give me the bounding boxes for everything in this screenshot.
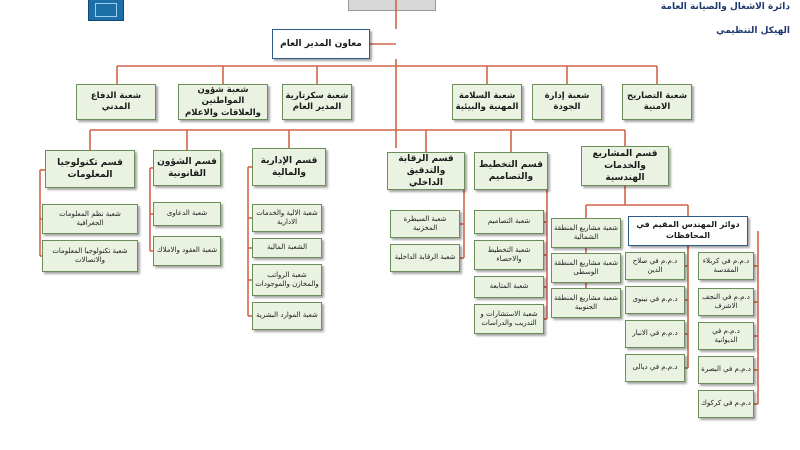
unit-followup: شعبة المتابعة [474, 276, 544, 298]
unit-inventory-control: شعبة السيطرة المخزنية [390, 210, 460, 238]
unit-projects-north: شعبة مشاريع المنطقة الشمالية [551, 218, 621, 248]
top-banner-fragment [348, 0, 436, 11]
branch-quality: شعبة إدارة الجودة [532, 84, 602, 120]
branch-safety: شعبة السلامة المهنية والبيئية [452, 84, 522, 120]
unit-planning-statistics: شعبة التخطيط والاحصاء [474, 240, 544, 270]
unit-ict: شعبة تكنولوجيا المعلومات والاتصالات [42, 240, 138, 272]
office-nineveh: د.م.م في نينوى [625, 286, 685, 314]
unit-projects-south: شعبة مشاريع المنطقة الجنوبية [551, 288, 621, 318]
branch-citizens-affairs: شعبة شؤون المواطنين والعلاقات والاعلام [178, 84, 268, 120]
unit-designs: شعبة التصاميم [474, 210, 544, 234]
unit-admin-services: شعبة الالية والخدمات الادارية [252, 204, 322, 232]
unit-consultancy-training: شعبة الاستشارات و التدريب والدراسات [474, 304, 544, 334]
unit-finance: الشعبة المالية [252, 238, 322, 258]
unit-gis: شعبة نظم المعلومات الجغرافية [42, 204, 138, 234]
office-basra: د.م.م في البصرة [698, 356, 754, 384]
office-karbala: د.م.م في كربلاء المقدسة [698, 252, 754, 280]
office-najaf: د.م.م في النجف الاشرف [698, 288, 754, 316]
logo [88, 0, 124, 21]
logo-emblem [95, 3, 117, 17]
section-audit: قسم الرقابة والتدقيق الداخلي [387, 152, 465, 190]
office-salahaddin: د.م.م في صلاح الدين [625, 252, 685, 280]
unit-lawsuits: شعبة الدعاوى [153, 202, 221, 226]
section-projects: قسم المشاريع والخدمات الهندسية [581, 146, 669, 186]
chart-title: الهيكل التنظيمي [716, 26, 790, 36]
branch-secretariat: شعبة سكرتارية المدير العام [282, 84, 352, 120]
unit-salaries-stores: شعبة الرواتب والمخازن والموجودات [252, 264, 322, 296]
unit-human-resources: شعبة الموارد البشرية [252, 302, 322, 330]
unit-contracts-properties: شعبة العقود والاملاك [153, 236, 221, 266]
office-diwaniyah: د.م.م في الديوانية [698, 322, 754, 350]
unit-projects-central: شعبة مشاريع المنطقة الوسطى [551, 253, 621, 283]
unit-internal-audit: شعبة الرقابة الداخلية [390, 244, 460, 272]
office-kirkuk: د.م.م في كركوك [698, 390, 754, 418]
assistant-director-box: معاون المدير العام [272, 29, 370, 59]
office-diyala: د.م.م في ديالى [625, 354, 685, 382]
section-legal: قسم الشؤون القانونية [153, 150, 221, 186]
branch-security-permits: شعبة التصاريح الامنية [622, 84, 692, 120]
department-name: دائرة الاشغال والصيانة العامة [660, 2, 790, 12]
section-planning: قسم التخطيط والتصاميم [474, 152, 548, 190]
resident-engineer-offices: دوائر المهندس المقيم في المحافظات [628, 216, 748, 246]
assistant-director-label: معاون المدير العام [280, 38, 362, 49]
branch-civil-defense: شعبة الدفاع المدني [76, 84, 156, 120]
section-admin-finance: قسم الإدارية والمالية [252, 148, 326, 186]
office-anbar: د.م.م في الانبار [625, 320, 685, 348]
section-it: قسم تكنولوجيا المعلومات [45, 150, 135, 188]
